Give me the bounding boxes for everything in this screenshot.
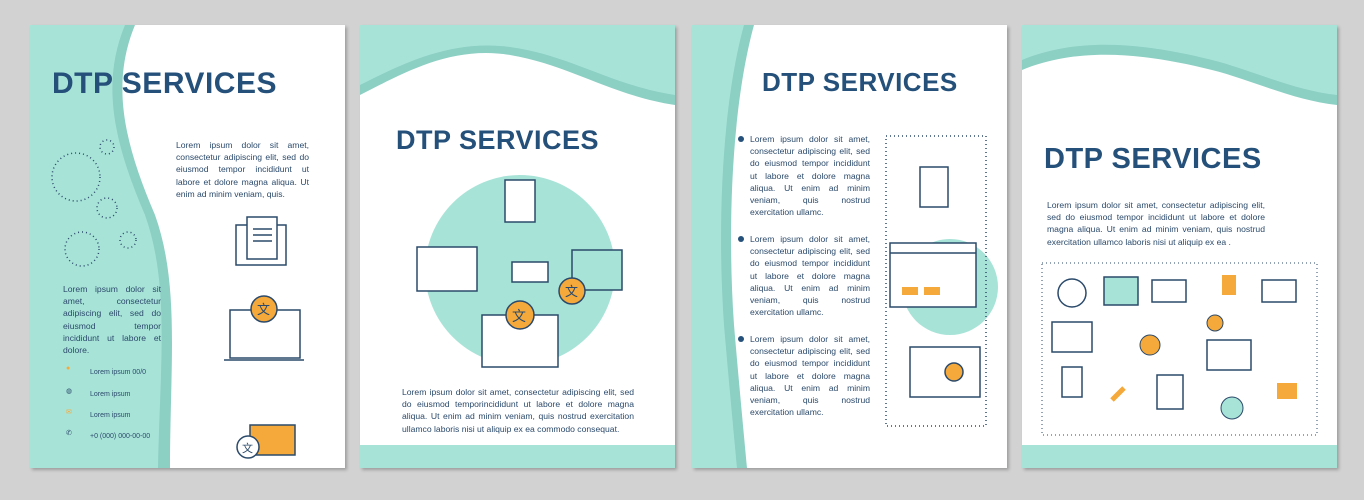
body-text: Lorem ipsum dolor sit amet, consectetur …: [402, 387, 634, 434]
bullet-item: Lorem ipsum dolor sit amet, consectetur …: [738, 133, 870, 218]
contact-website[interactable]: ◍Lorem ipsum: [66, 387, 130, 401]
translate-icon: [250, 295, 278, 323]
brochure-title: DTP SERVICES: [1044, 143, 1262, 175]
brochure-title: DTP SERVICES: [396, 125, 600, 155]
dtp-illustration: 文 文: [224, 216, 304, 459]
contact-address: ●Lorem ipsum 00/0: [66, 365, 146, 379]
brochure-page-2: 文 文 DTP SERVICES Lorem ipsum dolor sit a…: [360, 25, 675, 468]
mint-wave-background: [692, 25, 998, 468]
bullet-icon: [738, 136, 744, 142]
mint-wave-background: 文 文: [360, 25, 675, 468]
contact-email[interactable]: ✉Lorem ipsum: [66, 408, 130, 422]
globe-icon: ◍: [66, 388, 73, 395]
bullet-item: Lorem ipsum dolor sit amet, consectetur …: [738, 233, 870, 318]
bullet-icon: [738, 236, 744, 242]
mint-wave-background: [1022, 25, 1337, 468]
location-pin-icon: ●: [66, 365, 71, 372]
bullet-item: Lorem ipsum dolor sit amet, consectetur …: [738, 333, 870, 418]
svg-text:文: 文: [512, 308, 526, 324]
brochure-title: DTP SERVICES: [762, 67, 958, 97]
mint-wave-background: [30, 25, 172, 468]
side-text: Lorem ipsum dolor sit amet, consectetur …: [63, 284, 161, 356]
intro-text: Lorem ipsum dolor sit amet, consectetur …: [176, 140, 309, 199]
brochure-page-3: DTP SERVICES Lorem ipsum dolor sit amet,…: [692, 25, 1007, 468]
svg-text:文: 文: [257, 302, 270, 317]
brochure-page-4: DTP SERVICES Lorem ipsum dolor sit amet,…: [1022, 25, 1337, 468]
body-text: Lorem ipsum dolor sit amet, consectetur …: [1047, 200, 1265, 247]
svg-text:文: 文: [242, 441, 253, 455]
brochure-page-1: DTP SERVICES Lorem ipsum dolor sit amet,…: [30, 25, 345, 468]
phone-icon: ✆: [66, 430, 72, 437]
envelope-icon: ✉: [66, 409, 72, 416]
bullet-icon: [738, 336, 744, 342]
svg-text:文: 文: [565, 284, 578, 299]
contact-phone[interactable]: ✆+0 (000) 000-00-00: [66, 429, 150, 443]
brochure-title: DTP SERVICES: [52, 67, 277, 100]
